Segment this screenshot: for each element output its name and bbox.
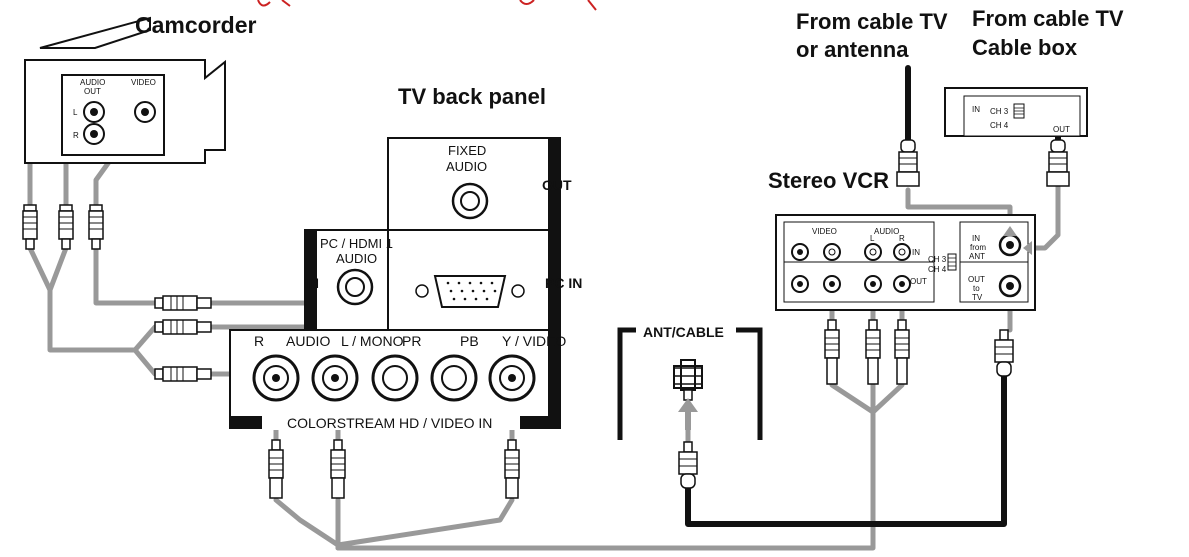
tv-panel-title: TV back panel	[398, 84, 546, 109]
vcr-r-label: R	[899, 234, 905, 243]
vcr-out-to-tv-3: TV	[972, 293, 983, 302]
l-mono-label: L / MONO	[341, 333, 404, 349]
fixed-audio-label-1: FIXED	[448, 143, 486, 158]
vcr-output-plugs	[824, 319, 910, 385]
vcr-l-label: L	[870, 234, 875, 243]
camcorder-out-label: OUT	[84, 87, 101, 96]
tv-back-panel: FIXED AUDIO OUT PC / HDMI 1 AUDIO IN PC …	[229, 137, 582, 431]
camcorder-title: Camcorder	[135, 12, 256, 38]
r-label: R	[254, 333, 264, 349]
in-label: IN	[305, 275, 319, 291]
stereo-vcr: VIDEO AUDIO L R IN OUT CH 3 CH 4 IN from…	[775, 214, 1036, 311]
vcr-in-from-ant-3: ANT	[969, 252, 985, 261]
vcr-out-to-tv-plug	[994, 329, 1014, 377]
cablebox-source-line1: From cable TV	[972, 6, 1124, 31]
vcr-arrows	[1003, 226, 1032, 255]
horizontal-plugs	[154, 295, 212, 382]
vcr-ch3-label: CH 3	[928, 255, 947, 264]
vcr-in-from-ant-2: from	[970, 243, 986, 252]
camcorder-plugs	[22, 204, 104, 250]
ant-cable-label: ANT/CABLE	[643, 324, 724, 340]
tv-bottom-plugs	[268, 439, 520, 499]
antenna-source-line2: or antenna	[796, 37, 909, 62]
vcr-out-to-tv-1: OUT	[968, 275, 985, 284]
component-jacks	[252, 354, 536, 402]
ant-cable-plug	[678, 441, 698, 489]
cable-box-plug	[1046, 139, 1070, 187]
cable-box-in-label: IN	[972, 105, 980, 114]
camcorder-audio-label: AUDIO	[80, 78, 105, 87]
fixed-audio-label-2: AUDIO	[446, 159, 487, 174]
cable-box: IN CH 3 CH 4 OUT	[944, 87, 1088, 137]
cable-box-ch4-label: CH 4	[990, 121, 1009, 130]
vga-connector	[415, 275, 525, 308]
camcorder: AUDIO OUT VIDEO L R	[24, 16, 226, 164]
vcr-in-from-ant-1: IN	[972, 234, 980, 243]
pc-hdmi-label-2: AUDIO	[336, 251, 377, 266]
vcr-out-to-tv-2: to	[973, 284, 980, 293]
cropped-red-fragment	[257, 0, 597, 11]
vcr-audio-label: AUDIO	[874, 227, 899, 236]
pr-label: PR	[402, 333, 421, 349]
pc-in-label: PC IN	[545, 275, 582, 291]
camcorder-video-label: VIDEO	[131, 78, 156, 87]
pc-hdmi-label-1: PC / HDMI 1	[320, 236, 393, 251]
vcr-video-label: VIDEO	[812, 227, 837, 236]
antenna-plug	[896, 139, 920, 187]
camcorder-r-label: R	[73, 131, 79, 140]
vcr-ch4-label: CH 4	[928, 265, 947, 274]
ant-cable-panel: ANT/CABLE	[617, 324, 763, 440]
vcr-title: Stereo VCR	[768, 168, 889, 193]
pb-label: PB	[460, 333, 479, 349]
out-label: OUT	[542, 177, 572, 193]
colorstream-label: COLORSTREAM HD / VIDEO IN	[287, 415, 492, 431]
antenna-source-line1: From cable TV	[796, 9, 948, 34]
cable-box-out-label: OUT	[1053, 125, 1070, 134]
camcorder-l-label: L	[73, 108, 78, 117]
vcr-out-label: OUT	[910, 277, 927, 286]
y-video-label: Y / VIDEO	[502, 333, 566, 349]
audio-label: AUDIO	[286, 333, 330, 349]
cable-box-ch3-label: CH 3	[990, 107, 1009, 116]
vcr-in-label: IN	[912, 248, 920, 257]
cablebox-source-line2: Cable box	[972, 35, 1078, 60]
